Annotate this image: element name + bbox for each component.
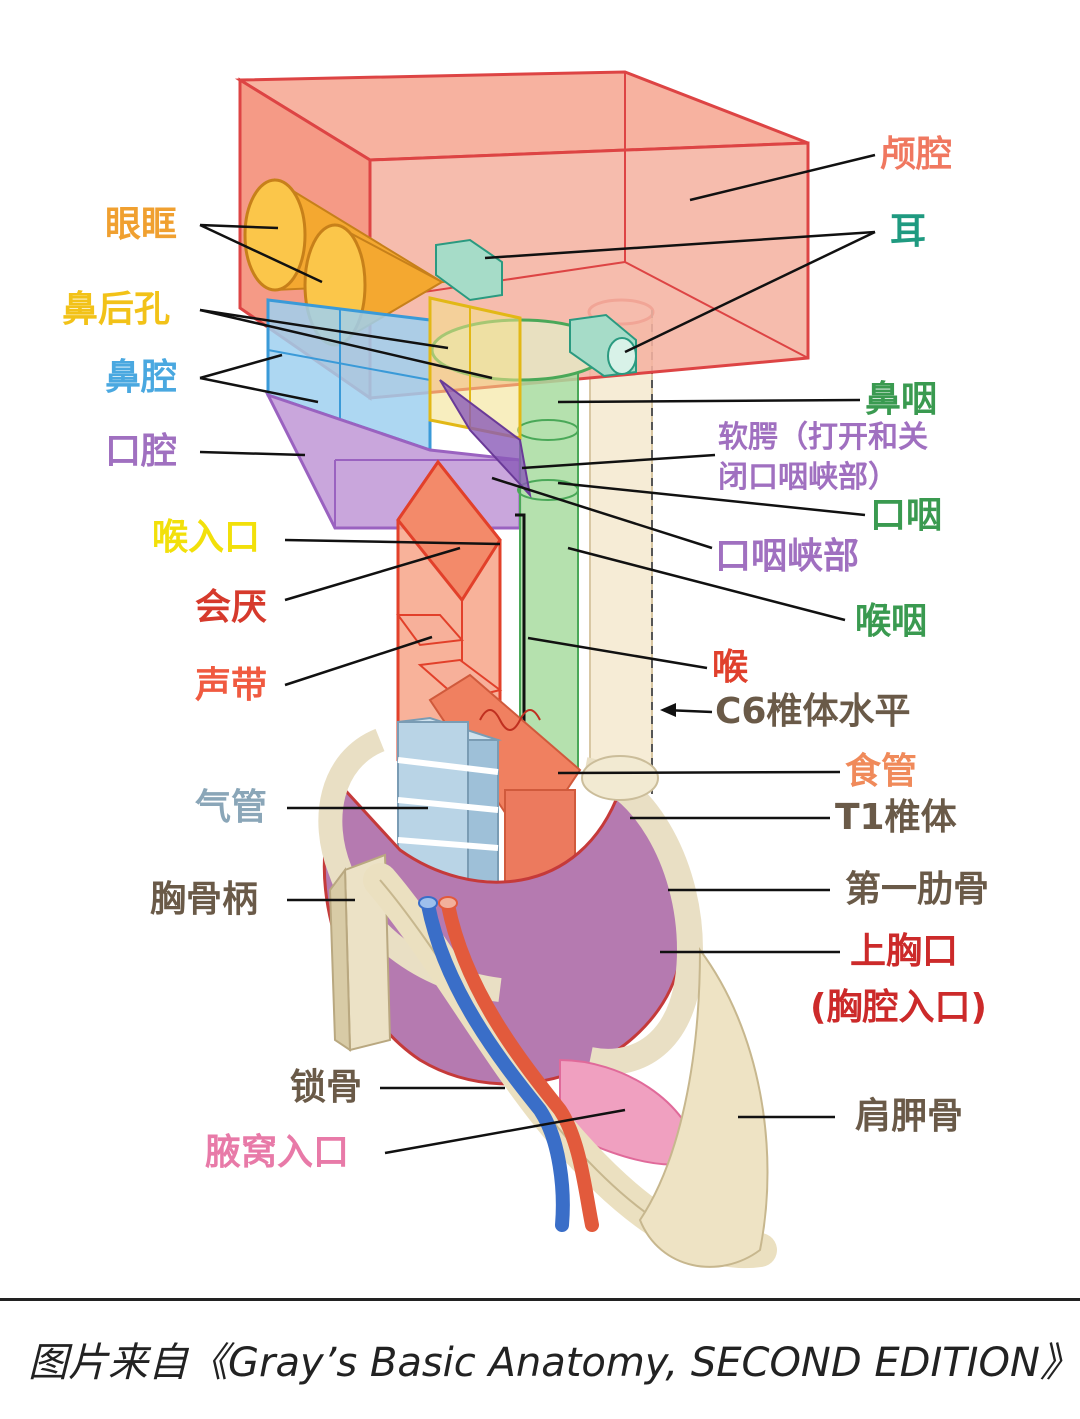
- label-soft-palate-line2: 闭口咽峡部）: [718, 460, 898, 495]
- blood-vessels: [418, 896, 599, 1232]
- ear-boxes: [435, 238, 637, 378]
- label-laryngopharynx: 喉咽: [855, 601, 928, 642]
- label-t1-vertebra: T1椎体: [835, 797, 957, 838]
- label-ear: 耳: [890, 211, 927, 252]
- label-scapula: 肩胛骨: [855, 1096, 964, 1137]
- soft-palate: [439, 379, 532, 499]
- pharynx-tube: [430, 318, 610, 771]
- label-thoracic-inlet: (胸腔入口): [810, 987, 987, 1028]
- label-first-rib: 第一肋骨: [845, 869, 990, 910]
- label-clavicle: 锁骨: [290, 1067, 363, 1108]
- scapula: [638, 946, 769, 1268]
- label-larynx: 喉: [712, 647, 749, 688]
- label-choanae: 鼻后孔: [62, 289, 171, 330]
- label-oropharyngeal-isthmus: 口咽峡部: [715, 536, 860, 577]
- c6-arrowhead: [660, 703, 676, 717]
- label-laryngeal-inlet: 喉入口: [152, 517, 261, 558]
- label-orbit: 眼眶: [105, 204, 178, 245]
- label-nasal-cavity: 鼻腔: [105, 357, 178, 398]
- label-superior-thoracic-aperture: 上胸口: [850, 931, 959, 972]
- source-caption: 图片来自《Gray’s Basic Anatomy, SECOND EDITIO…: [28, 1340, 1080, 1386]
- label-esophagus: 食管: [845, 751, 918, 792]
- label-oral-cavity: 口腔: [105, 431, 178, 472]
- anatomy-diagram: [199, 70, 876, 1269]
- anatomy-illustration: [199, 70, 876, 1269]
- label-epiglottis: 会厌: [195, 587, 268, 628]
- label-vocal-cords: 声带: [195, 665, 268, 706]
- leader-lines: [199, 153, 876, 1155]
- label-axillary-inlet: 腋窝入口: [205, 1132, 350, 1173]
- label-c6-level: C6椎体水平: [715, 691, 911, 732]
- label-oropharynx: 口咽: [870, 495, 943, 536]
- label-cranial-cavity: 颅腔: [880, 134, 953, 175]
- label-nasopharynx: 鼻咽: [865, 379, 938, 420]
- caption-divider: [0, 1298, 1080, 1301]
- label-manubrium: 胸骨柄: [150, 879, 259, 920]
- label-trachea: 气管: [195, 787, 268, 828]
- label-soft-palate-line1: 软腭（打开和关: [718, 420, 928, 455]
